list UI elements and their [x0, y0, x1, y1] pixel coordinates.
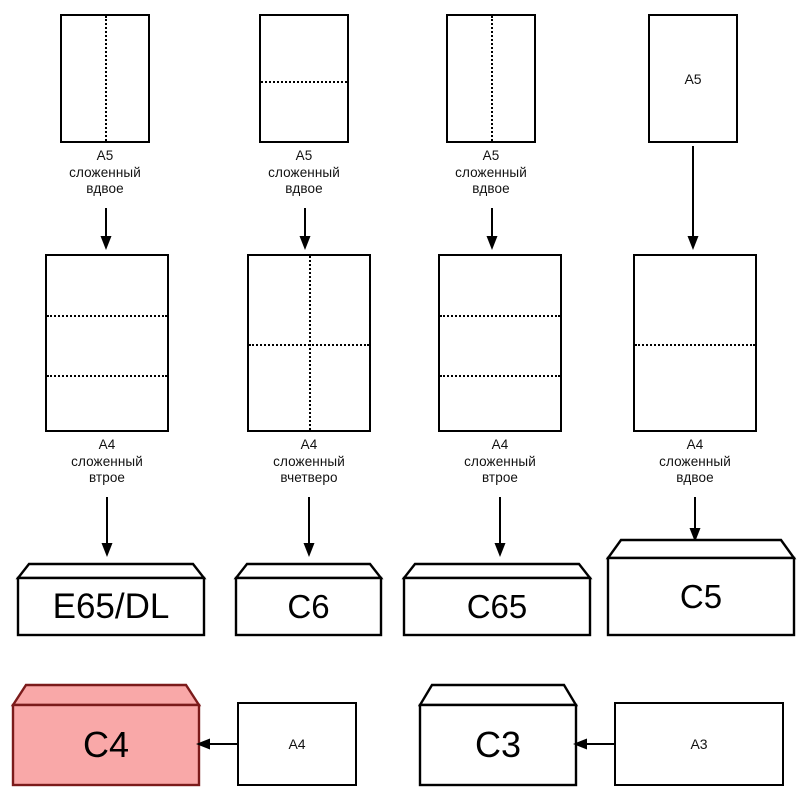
fold-line-vertical — [491, 16, 493, 141]
arrow-down-col1-mid — [98, 497, 116, 557]
arrow-down-col2-top — [296, 208, 314, 250]
arrow-down-col1-top — [97, 208, 115, 250]
envelope-label-c5: C5 — [679, 577, 723, 615]
fold-line-vertical — [309, 256, 311, 430]
arrow-down-col2-mid — [300, 497, 318, 557]
envelope-e65-dl[interactable]: E65/DL — [15, 556, 207, 637]
fold-line-horizontal — [261, 81, 347, 83]
fold-line-horizontal-1 — [440, 315, 560, 317]
caption-a4-col3: A4 сложенный втрое — [464, 437, 536, 485]
envelope-label-c65: C65 — [466, 587, 528, 625]
sheet-a5-col1 — [60, 14, 150, 143]
sheet-a4-bottom: A4 — [237, 702, 357, 786]
fold-line-horizontal-1 — [47, 315, 167, 317]
envelope-c5[interactable]: C5 — [605, 536, 797, 637]
sheet-a4-col3 — [438, 254, 562, 432]
caption-a4-col2: A4 сложенный вчетверо — [273, 437, 345, 485]
fold-line-horizontal-2 — [47, 375, 167, 377]
arrow-left-a4-to-c4 — [196, 735, 238, 753]
envelope-label-c4: C4 — [82, 724, 130, 765]
sheet-label-a5: A5 — [684, 70, 702, 87]
envelope-c65[interactable]: C65 — [401, 556, 593, 637]
sheet-a4-col1 — [45, 254, 169, 432]
caption-a4-col1: A4 сложенный втрое — [71, 437, 143, 485]
sheet-a4-col2 — [247, 254, 371, 432]
sheet-a4-col4 — [633, 254, 757, 432]
caption-a5-col1: A5 сложенный вдвое — [69, 148, 141, 196]
caption-a5-col3: A5 сложенный вдвое — [455, 148, 527, 196]
envelope-c3[interactable]: C3 — [417, 681, 579, 787]
arrow-left-a3-to-c3 — [573, 735, 615, 753]
envelope-c6[interactable]: C6 — [233, 556, 384, 637]
arrow-down-col4-top — [684, 146, 702, 250]
envelope-label-e65-dl: E65/DL — [52, 586, 170, 626]
sheet-a5-col2 — [259, 14, 349, 143]
envelope-label-c3: C3 — [474, 724, 522, 765]
caption-a4-col4: A4 сложенный вдвое — [659, 437, 731, 485]
sheet-label-a4: A4 — [288, 736, 306, 752]
fold-line-horizontal — [635, 344, 755, 346]
envelope-c4[interactable]: C4 — [10, 681, 202, 787]
envelope-label-c6: C6 — [287, 587, 330, 625]
arrow-down-col4-mid — [686, 497, 704, 542]
sheet-a3-bottom: A3 — [614, 702, 784, 786]
fold-line-vertical — [105, 16, 107, 141]
arrow-down-col3-top — [483, 208, 501, 250]
sheet-label-a3: A3 — [690, 736, 708, 752]
sheet-a5-col4: A5 — [648, 14, 738, 143]
fold-line-horizontal-2 — [440, 375, 560, 377]
sheet-a5-col3 — [446, 14, 536, 143]
arrow-down-col3-mid — [491, 497, 509, 557]
caption-a5-col2: A5 сложенный вдвое — [268, 148, 340, 196]
